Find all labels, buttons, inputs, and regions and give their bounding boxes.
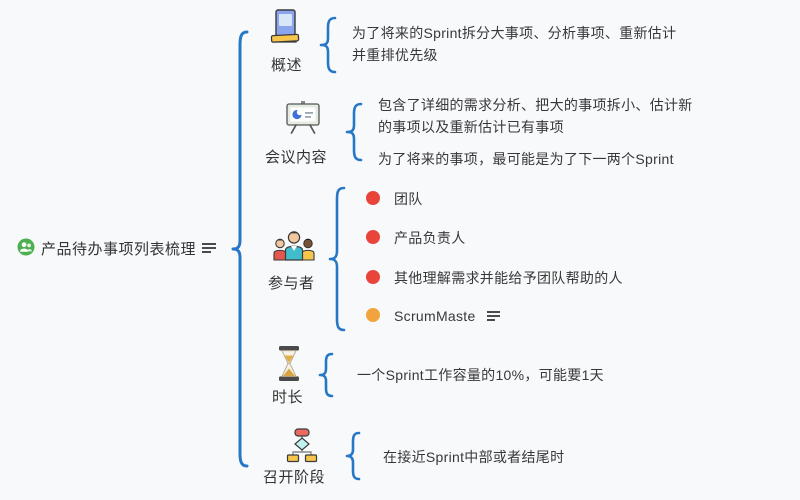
child-topic[interactable]: ScrumMaste: [394, 305, 502, 328]
notes-icon[interactable]: [486, 306, 502, 328]
brace-connector: [318, 352, 334, 398]
child-topic[interactable]: 为了将来的Sprint拆分大事项、分析事项、重新估计并重排优先级: [352, 25, 677, 63]
root-topic[interactable]: 产品待办事项列表梳理: [41, 241, 197, 258]
child-topic[interactable]: 在接近Sprint中部或者结尾时: [383, 449, 565, 465]
people-group-icon[interactable]: [270, 227, 318, 269]
child-topic[interactable]: 其他理解需求并能给予团队帮助的人: [394, 270, 623, 286]
brace-connector: [345, 431, 361, 481]
hourglass-icon[interactable]: [275, 345, 303, 382]
priority-marker[interactable]: [366, 230, 380, 244]
brace-connector: [328, 186, 346, 332]
presentation-board-icon[interactable]: [284, 100, 322, 137]
book-icon[interactable]: [267, 7, 303, 49]
branch-topic-duration[interactable]: 时长: [272, 389, 304, 406]
priority-marker[interactable]: [366, 191, 380, 205]
child-topic[interactable]: 产品负责人: [394, 230, 466, 246]
child-topic[interactable]: 为了将来的事项，最可能是为了下一两个Sprint: [378, 151, 674, 167]
child-topic[interactable]: 包含了详细的需求分析、把大的事项拆小、估计新的事项以及重新估计已有事项: [378, 97, 693, 135]
child-topic-label: ScrumMaste: [394, 308, 476, 324]
brace-connector: [319, 16, 337, 74]
flowchart-icon[interactable]: [285, 427, 319, 463]
child-topic[interactable]: 一个Sprint工作容量的10%，可能要1天: [357, 367, 604, 383]
branch-topic-participants[interactable]: 参与者: [268, 275, 315, 292]
branch-topic-phase[interactable]: 召开阶段: [263, 469, 326, 486]
notes-icon[interactable]: [201, 242, 218, 260]
branch-topic-meeting-content[interactable]: 会议内容: [265, 149, 328, 166]
child-topic[interactable]: 团队: [394, 191, 423, 207]
people-badge-icon[interactable]: [17, 238, 35, 256]
brace-connector: [345, 102, 363, 162]
priority-marker[interactable]: [366, 308, 380, 322]
branch-topic-overview[interactable]: 概述: [271, 57, 303, 74]
priority-marker[interactable]: [366, 270, 380, 284]
main-brace-connector: [231, 30, 249, 468]
